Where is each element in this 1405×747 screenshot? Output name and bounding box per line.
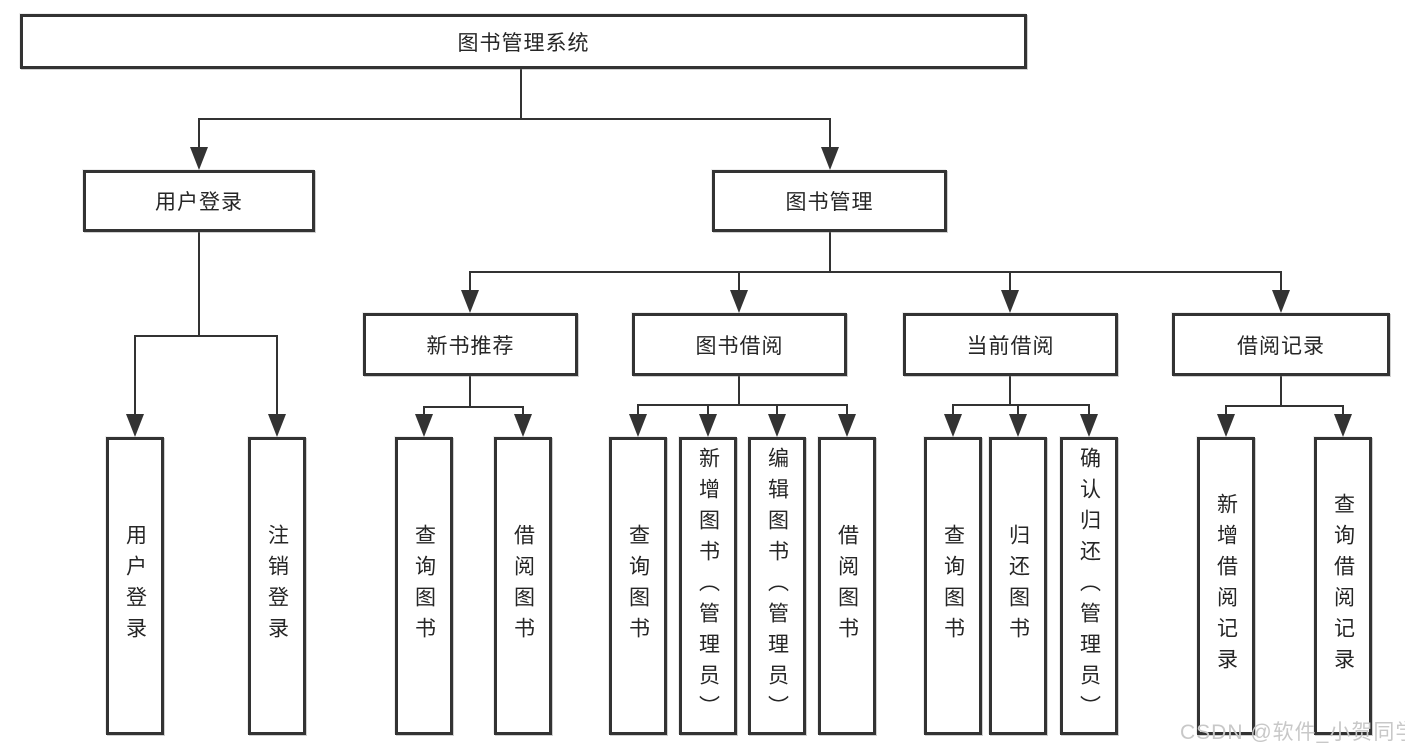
- connector-line: [776, 404, 778, 415]
- leaf-user-login: 用户登录: [106, 437, 164, 735]
- arrowhead-down-icon: [1009, 414, 1027, 437]
- connector-line: [198, 118, 200, 147]
- node-user-login-label: 用户登录: [155, 191, 243, 214]
- arrowhead-down-icon: [415, 414, 433, 437]
- connector-line: [134, 335, 278, 337]
- leaf-label: 注销登录: [265, 524, 289, 648]
- connector-line: [198, 118, 831, 120]
- connector-line: [1017, 404, 1019, 415]
- connector-line: [520, 69, 522, 120]
- node-current-borrow-label: 当前借阅: [966, 334, 1055, 358]
- leaf-label: 查询图书: [626, 524, 650, 648]
- leaf-label: 确认归还（管理员）: [1077, 446, 1101, 726]
- arrowhead-down-icon: [126, 414, 144, 437]
- arrowhead-down-icon: [838, 414, 856, 437]
- connector-line: [738, 376, 740, 406]
- leaf-logout: 注销登录: [248, 437, 306, 735]
- connector-line: [952, 404, 954, 415]
- connector-line: [198, 232, 200, 336]
- node-borrow-records-label: 借阅记录: [1237, 334, 1325, 358]
- leaf-label: 查询图书: [941, 524, 965, 648]
- leaf-label: 用户登录: [123, 524, 147, 648]
- watermark: CSDN @软件_小贺同学: [1180, 721, 1405, 744]
- arrowhead-down-icon: [821, 147, 839, 170]
- arrowhead-down-icon: [944, 414, 962, 437]
- node-root-label: 图书管理系统: [457, 31, 590, 55]
- leaf-add-book-admin: 新增图书（管理员）: [679, 437, 737, 735]
- arrowhead-down-icon: [1001, 290, 1019, 313]
- node-new-book-recommend-label: 新书推荐: [426, 334, 515, 358]
- arrowhead-down-icon: [1217, 414, 1235, 437]
- connector-line: [276, 335, 278, 414]
- arrowhead-down-icon: [514, 414, 532, 437]
- connector-line: [829, 232, 831, 273]
- leaf-label: 新增图书（管理员）: [696, 446, 720, 726]
- connector-line: [1342, 405, 1344, 415]
- leaf-label: 查询借阅记录: [1331, 493, 1355, 679]
- leaf-label: 借阅图书: [835, 524, 859, 648]
- connector-line: [637, 404, 848, 406]
- leaf-edit-book-admin: 编辑图书（管理员）: [748, 437, 806, 735]
- node-borrow-records: 借阅记录: [1172, 313, 1390, 376]
- connector-line: [1225, 405, 1344, 407]
- node-user-login: 用户登录: [83, 170, 315, 232]
- connector-line: [707, 404, 709, 415]
- arrowhead-down-icon: [190, 147, 208, 170]
- leaf-label: 借阅图书: [511, 524, 535, 648]
- node-book-borrow: 图书借阅: [632, 313, 847, 376]
- leaf-label: 归还图书: [1006, 524, 1030, 648]
- connector-line: [738, 271, 740, 291]
- node-book-borrow-label: 图书借阅: [695, 334, 784, 358]
- connector-line: [134, 335, 136, 414]
- leaf-label: 查询图书: [412, 524, 436, 648]
- arrowhead-down-icon: [1080, 414, 1098, 437]
- leaf-query-book: 查询图书: [609, 437, 667, 735]
- node-root: 图书管理系统: [20, 14, 1027, 69]
- arrowhead-down-icon: [1272, 290, 1290, 313]
- leaf-borrow-book: 借阅图书: [494, 437, 552, 735]
- leaf-query-borrow-record: 查询借阅记录: [1314, 437, 1372, 735]
- connector-line: [1280, 376, 1282, 407]
- connector-line: [522, 406, 524, 415]
- leaf-label: 新增借阅记录: [1214, 493, 1238, 679]
- connector-line: [469, 376, 471, 408]
- leaf-add-borrow-record: 新增借阅记录: [1197, 437, 1255, 735]
- connector-line: [1280, 271, 1282, 291]
- connector-line: [423, 406, 425, 415]
- connector-line: [829, 118, 831, 147]
- arrowhead-down-icon: [1334, 414, 1352, 437]
- node-new-book-recommend: 新书推荐: [363, 313, 578, 376]
- leaf-query-book: 查询图书: [395, 437, 453, 735]
- node-book-management-label: 图书管理: [785, 191, 874, 214]
- leaf-return-book: 归还图书: [989, 437, 1047, 735]
- connector-line: [1009, 271, 1011, 291]
- connector-line: [952, 404, 1090, 406]
- leaf-confirm-return-admin: 确认归还（管理员）: [1060, 437, 1118, 735]
- arrowhead-down-icon: [268, 414, 286, 437]
- leaf-query-book: 查询图书: [924, 437, 982, 735]
- node-current-borrow: 当前借阅: [903, 313, 1118, 376]
- arrowhead-down-icon: [461, 290, 479, 313]
- connector-line: [469, 271, 1282, 273]
- arrowhead-down-icon: [699, 414, 717, 437]
- connector-line: [1088, 404, 1090, 415]
- arrowhead-down-icon: [629, 414, 647, 437]
- connector-line: [469, 271, 471, 291]
- connector-line: [1225, 405, 1227, 415]
- leaf-borrow-book: 借阅图书: [818, 437, 876, 735]
- connector-line: [1009, 376, 1011, 406]
- arrowhead-down-icon: [730, 290, 748, 313]
- connector-line: [423, 406, 524, 408]
- connector-line: [846, 404, 848, 415]
- arrowhead-down-icon: [768, 414, 786, 437]
- leaf-label: 编辑图书（管理员）: [765, 446, 789, 726]
- connector-line: [637, 404, 639, 415]
- node-book-management: 图书管理: [712, 170, 947, 232]
